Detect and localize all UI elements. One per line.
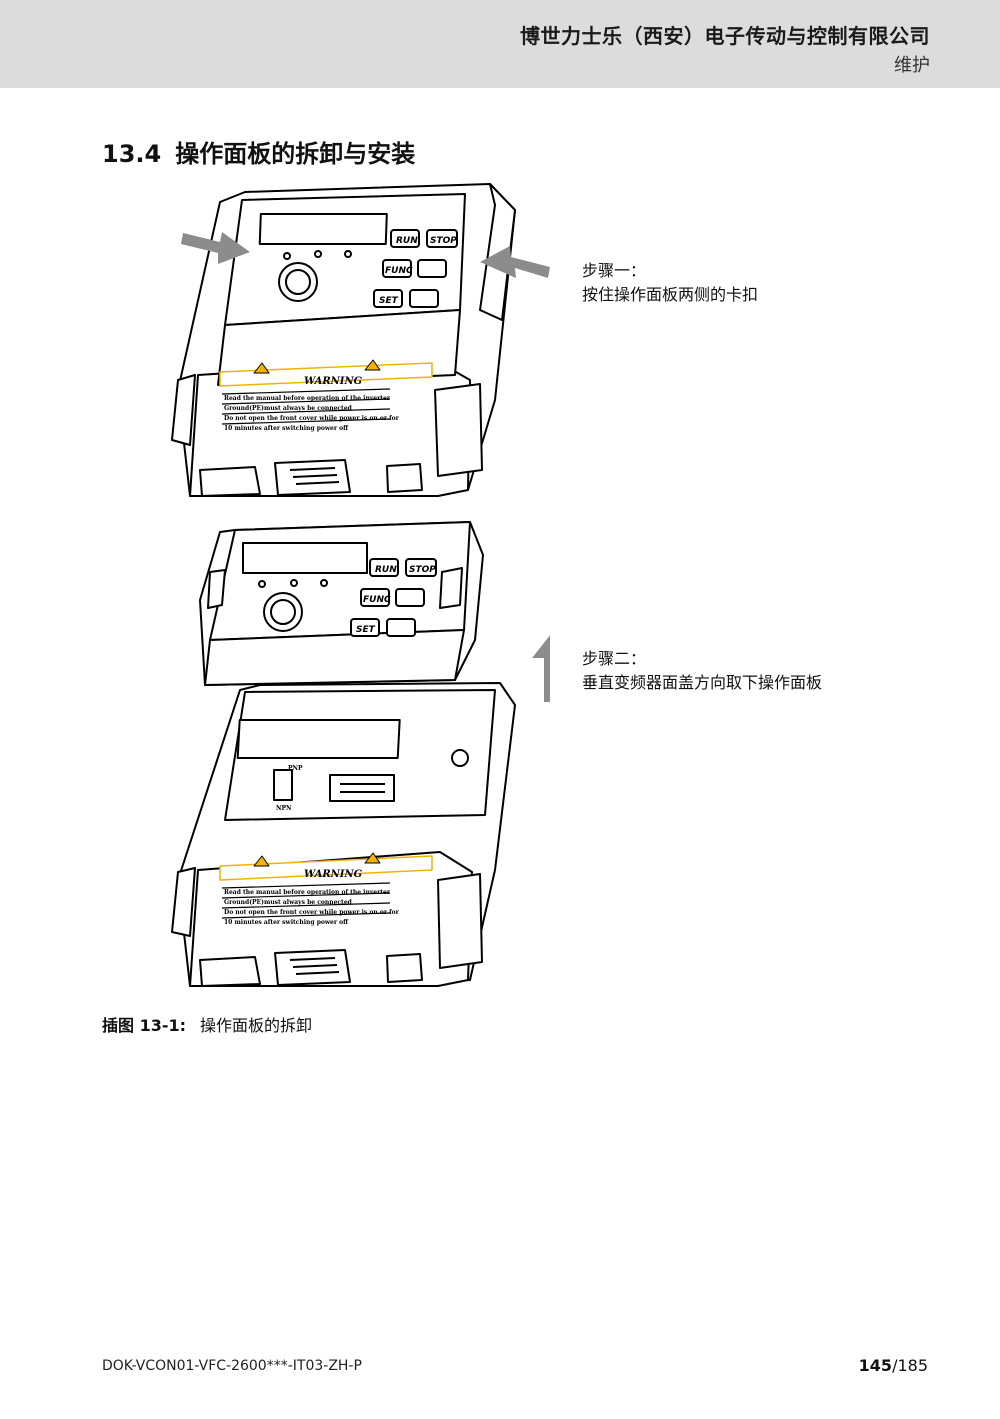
step-one: 步骤一： 按住操作面板两侧的卡扣 [582,259,758,307]
step-two: 步骤二： 垂直变频器面盖方向取下操作面板 [582,647,822,695]
section-title: 13.4 操作面板的拆卸与安装 [102,134,415,169]
set-key-label: SET [379,296,399,306]
inverter-without-panel [171,682,516,987]
warning-line: 10 minutes after switching power off [224,919,349,926]
warning-line: Read the manual before operation of the … [224,889,391,896]
func-key-label: FUNC [363,595,391,605]
step-one-label: 步骤一： [582,261,647,280]
warning-title: WARNING [304,376,363,387]
run-key-label: RUN [396,236,418,246]
stop-key-label: STOP [409,565,436,575]
step-two-text: 垂直变频器面盖方向取下操作面板 [582,673,823,692]
warning-line: Ground(PE)must always be connected [224,899,353,906]
warning-line: 10 minutes after switching power off [224,425,349,432]
panel-removal-figure: RUN STOP FUNC SET WARNING Read the manua… [171,183,550,987]
warning-line: Do not open the front cover while power … [224,415,400,422]
inverter-assembled [171,183,516,497]
page-header: 博世力士乐（西安）电子传动与控制有限公司 维护 [0,0,1000,88]
step-one-text: 按住操作面板两侧的卡扣 [582,285,759,304]
figure-caption-text: 操作面板的拆卸 [200,1016,313,1035]
step-two-label: 步骤二： [582,649,647,668]
page-current: 145 [858,1356,893,1375]
operation-panel-detached [199,521,484,686]
page-number: 145/185 [859,1356,928,1375]
document-code: DOK-VCON01-VFC-2600***-IT03-ZH-P [102,1358,362,1374]
company-name: 博世力士乐（西安）电子传动与控制有限公司 [520,24,930,48]
warning-line: Read the manual before operation of the … [224,395,391,402]
npn-switch-label: NPN [276,805,292,812]
warning-line: Ground(PE)must always be connected [224,405,353,412]
section-title-text: 操作面板的拆卸与安装 [175,140,416,168]
press-arrow-left-icon [181,232,250,264]
chapter-name: 维护 [894,55,930,76]
run-key-label: RUN [375,565,397,575]
figure-caption-label: 插图 13-1: [102,1016,187,1035]
press-arrow-right-icon [480,246,550,278]
page-total: /185 [892,1356,928,1375]
section-number: 13.4 [102,140,162,168]
stop-key-label: STOP [430,236,457,246]
pnp-switch-label: PNP [288,765,303,772]
lift-arrow-up-icon [532,635,550,702]
func-key-label: FUNC [385,266,413,276]
warning-title: WARNING [304,869,363,880]
warning-line: Do not open the front cover while power … [224,909,400,916]
figure-caption: 插图 13-1: 操作面板的拆卸 [102,1012,312,1036]
set-key-label: SET [356,625,376,635]
